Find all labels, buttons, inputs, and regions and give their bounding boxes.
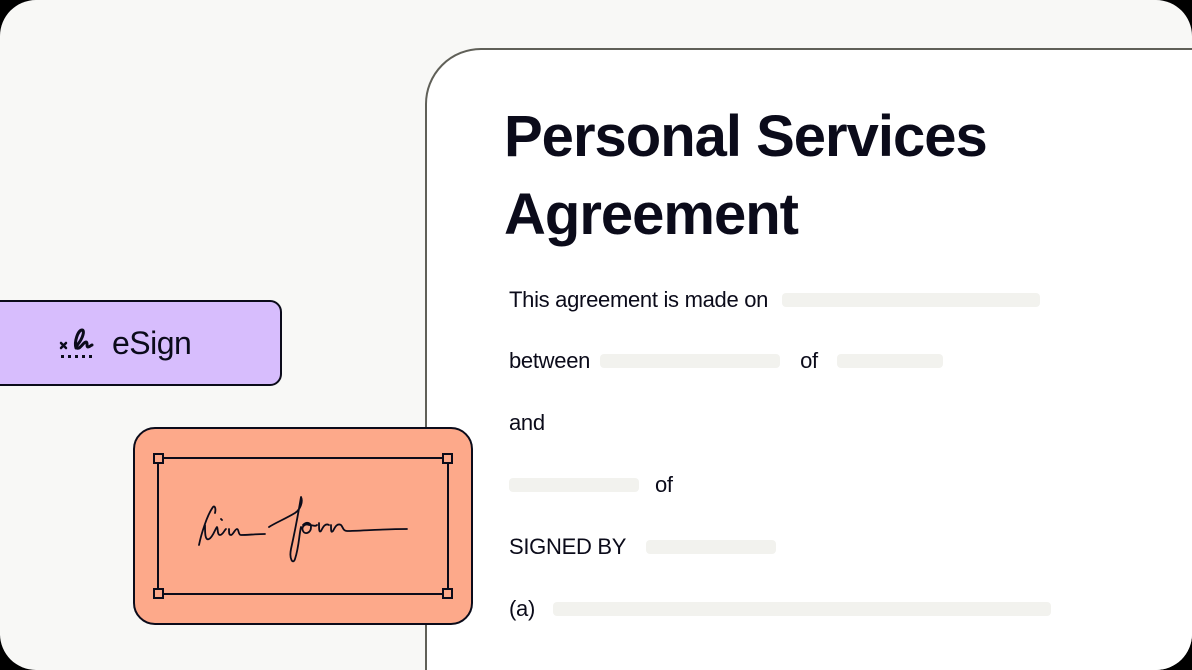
clause-a-field[interactable] [553, 602, 1051, 616]
signed-by-field[interactable] [646, 540, 777, 554]
of-label: of [800, 348, 818, 373]
resize-handle-bottom-right[interactable] [442, 588, 453, 599]
line-label: between [509, 348, 591, 373]
resize-handle-top-right[interactable] [442, 453, 453, 464]
line-signed-by: SIGNED BY [509, 532, 777, 562]
signature-icon [59, 328, 94, 358]
resize-handle-bottom-left[interactable] [153, 588, 164, 599]
of-label: of [655, 472, 673, 497]
line-date: This agreement is made on [509, 285, 1041, 315]
line-label: and [509, 410, 545, 435]
signature-selection-box[interactable] [153, 453, 453, 599]
resize-handle-top-left[interactable] [153, 453, 164, 464]
agreement-document: Personal Services Agreement This agreeme… [425, 48, 1192, 670]
document-title: Personal Services Agreement [504, 98, 988, 254]
party-one-address-field[interactable] [836, 354, 943, 368]
signature-card[interactable] [133, 427, 473, 625]
party-one-name-field[interactable] [600, 354, 781, 368]
line-label: SIGNED BY [509, 534, 627, 559]
line-party-two: of [509, 470, 673, 500]
title-line-2: Agreement [504, 182, 799, 247]
title-line-1: Personal Services [504, 104, 988, 169]
esign-label: eSign [112, 324, 192, 361]
date-field[interactable] [782, 293, 1041, 307]
esign-button[interactable]: eSign [0, 300, 282, 386]
line-and: and [509, 408, 545, 438]
line-between: between of [509, 346, 943, 376]
party-two-name-field[interactable] [509, 478, 639, 492]
line-a: (a) [509, 594, 1051, 624]
line-label: (a) [509, 596, 535, 621]
handwritten-signature-icon [198, 496, 408, 563]
line-label: This agreement is made on [509, 287, 769, 312]
